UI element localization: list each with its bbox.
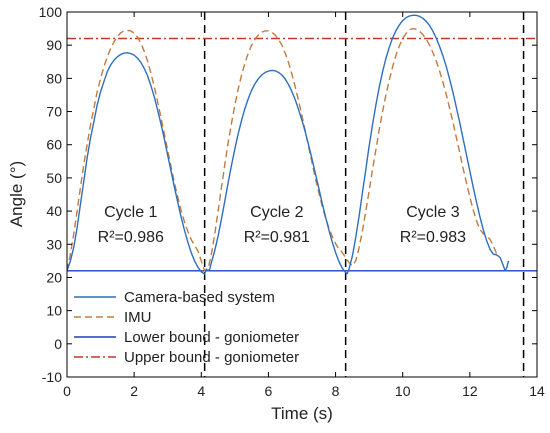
series-line-1 <box>67 27 498 272</box>
y-tick-label: 60 <box>46 137 62 153</box>
y-tick-label: -10 <box>42 369 62 385</box>
r-squared-label: R²=0.983 <box>400 229 466 246</box>
x-tick-label: 6 <box>265 383 273 399</box>
y-tick-label: 10 <box>46 303 62 319</box>
series-line-0 <box>67 14 510 275</box>
y-axis-title: Angle (°) <box>7 161 26 227</box>
y-tick-label: 0 <box>54 336 62 352</box>
legend-label: Upper bound - goniometer <box>124 349 299 366</box>
y-tick-label: 20 <box>46 269 62 285</box>
x-tick-label: 8 <box>332 383 340 399</box>
y-tick-label: 100 <box>39 4 63 20</box>
y-tick-label: 50 <box>46 170 62 186</box>
x-tick-label: 0 <box>63 383 71 399</box>
y-tick-label: 90 <box>46 37 62 53</box>
legend-label: IMU <box>124 309 152 326</box>
cycle-label: Cycle 2 <box>250 204 303 221</box>
r-squared-label: R²=0.981 <box>244 229 310 246</box>
x-tick-label: 4 <box>197 383 205 399</box>
y-tick-label: 70 <box>46 104 62 120</box>
cycle-label: Cycle 3 <box>406 204 459 221</box>
y-tick-label: 30 <box>46 236 62 252</box>
x-tick-label: 10 <box>395 383 411 399</box>
x-tick-label: 12 <box>462 383 478 399</box>
x-axis-title: Time (s) <box>271 404 333 423</box>
plot-frame <box>66 11 538 378</box>
legend-label: Lower bound - goniometer <box>124 329 299 346</box>
y-tick-label: 80 <box>46 70 62 86</box>
x-tick-label: 2 <box>130 383 138 399</box>
legend-label: Camera-based system <box>124 289 275 306</box>
chart-marks <box>67 12 537 377</box>
cycle-label: Cycle 1 <box>104 204 157 221</box>
x-tick-label: 14 <box>529 383 545 399</box>
y-tick-label: 40 <box>46 203 62 219</box>
r-squared-label: R²=0.986 <box>98 229 164 246</box>
cycle-annotations: Cycle 1 R²=0.986 Cycle 2 R²=0.981 Cycle 3 R²=… <box>98 204 467 246</box>
